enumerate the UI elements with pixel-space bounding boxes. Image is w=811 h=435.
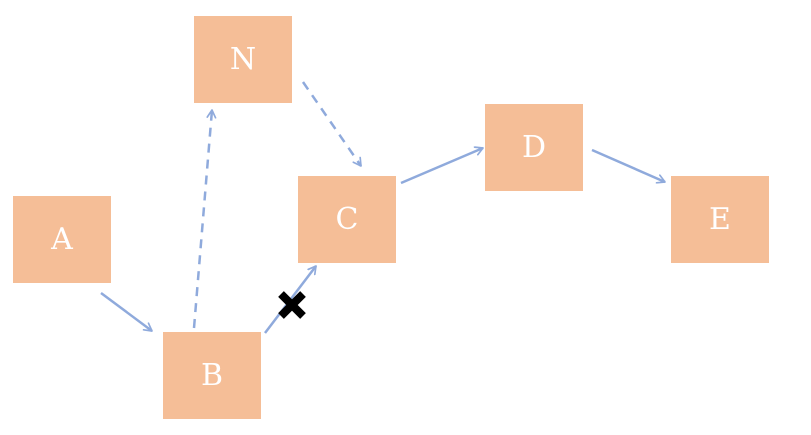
node-n-label: N — [229, 42, 257, 77]
node-e: E — [671, 176, 769, 263]
node-c: C — [298, 176, 396, 263]
node-a: A — [13, 196, 111, 283]
cross-mark-icon — [278, 291, 306, 319]
edge-n-to-c — [301, 81, 363, 167]
node-a-label: A — [51, 222, 73, 257]
node-d: D — [485, 104, 583, 191]
edge-b-to-n — [192, 109, 217, 329]
node-b: B — [163, 332, 261, 419]
node-b-label: B — [200, 358, 224, 393]
edge-a-to-b — [100, 291, 153, 333]
node-n: N — [194, 16, 292, 103]
node-c-label: C — [335, 202, 359, 237]
node-e-label: E — [709, 202, 731, 237]
edge-c-to-d — [400, 146, 484, 185]
node-d-label: D — [521, 130, 547, 165]
edge-d-to-e — [591, 148, 666, 184]
